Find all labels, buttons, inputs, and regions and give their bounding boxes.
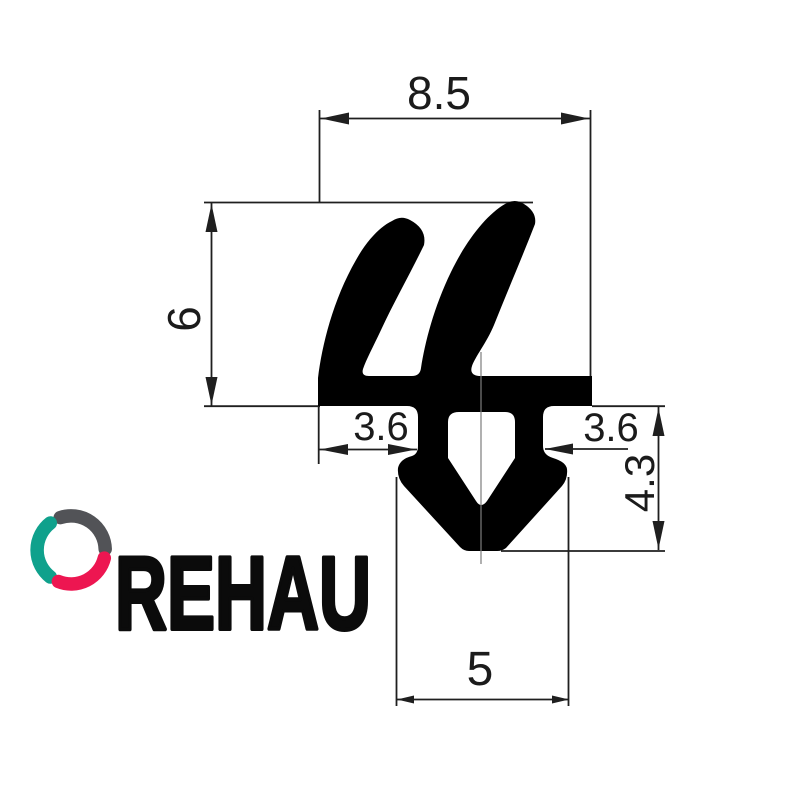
arrow-6-top [205,204,218,232]
arrow-36r-left [545,443,573,455]
logo-swirl-teal [30,516,58,584]
arrow-36l-left [320,444,348,455]
arrow-36l-right [388,444,416,455]
rehau-logo-icon [30,509,112,591]
arrow-6-bottom [205,377,218,405]
dimension-lines [204,110,665,706]
seal-profile-shape [318,201,592,551]
logo-swirl-magenta [51,551,112,591]
rehau-wordmark-svg: REHAU [113,548,373,638]
dimension-label-top-width: 8.5 [407,67,471,119]
dimension-label-right-groove: 3.6 [583,406,639,450]
rehau-wordmark: REHAU [115,548,371,638]
dimension-label-height: 6 [158,306,210,332]
dimension-label-foot-width: 5 [466,643,494,696]
arrow-5-left [397,695,414,704]
arrow-85-right [561,112,589,125]
dimension-label-left-groove: 3.6 [353,405,409,449]
dimension-label-foot-height: 4.3 [616,453,663,513]
arrow-85-left [321,112,349,125]
dimension-arrowheads [205,112,665,704]
logo-swirl-gray [53,509,112,556]
arrow-43-top [652,408,665,436]
arrow-5-right [552,695,569,704]
rehau-logo: REHAU [26,504,376,638]
arrow-43-bottom [652,521,665,549]
